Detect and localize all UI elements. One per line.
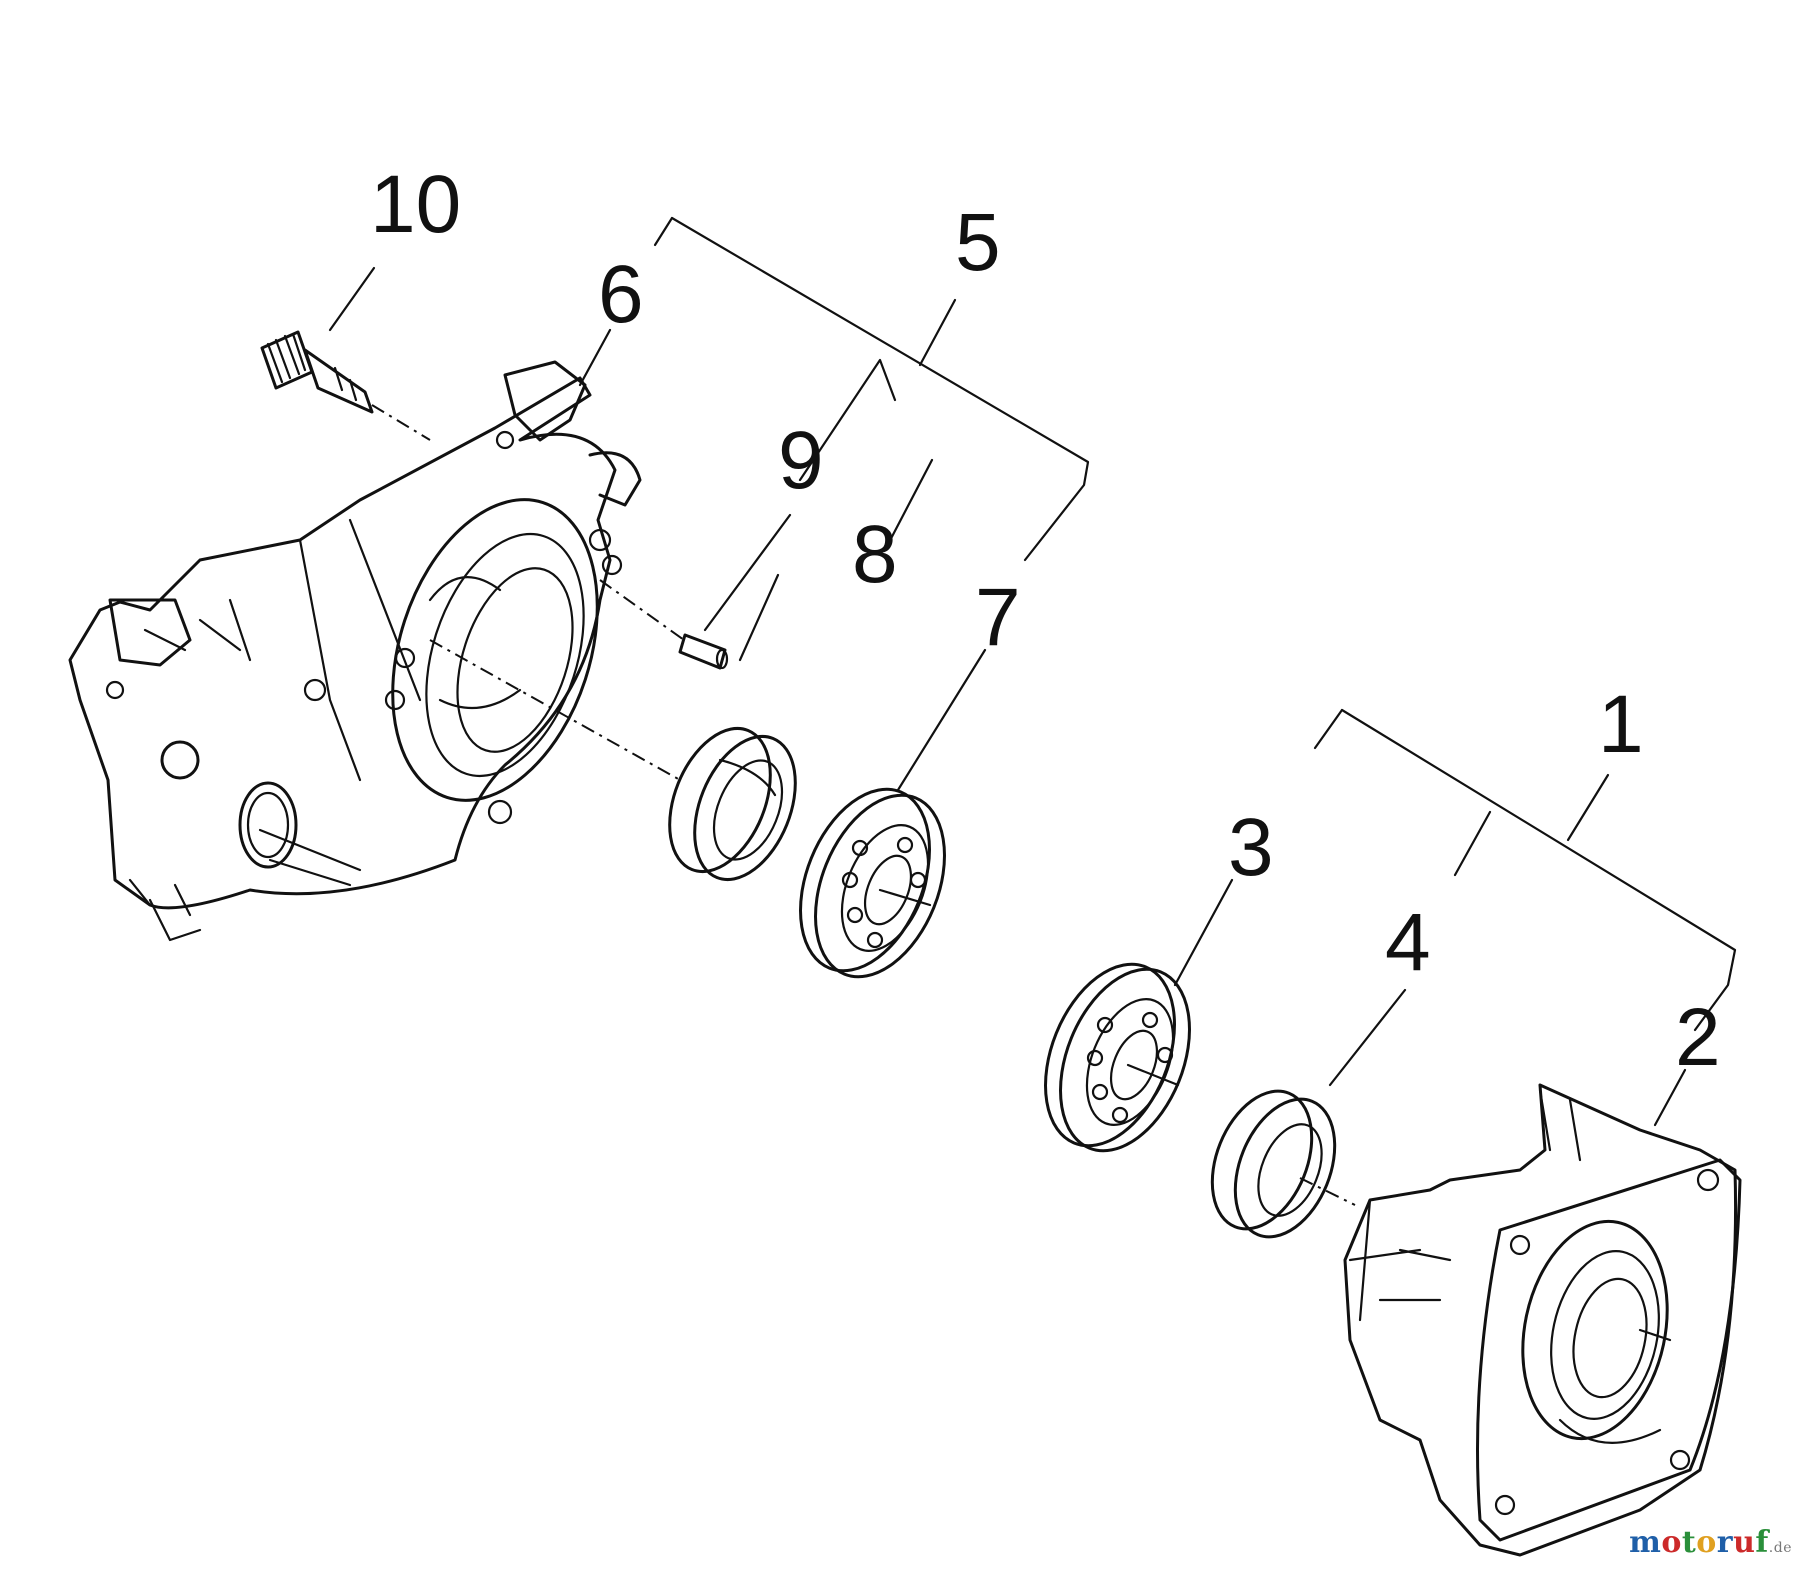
part-7-ball-bearing [799,787,946,979]
watermark-letter: t [1681,1525,1697,1560]
part-10-shaft [260,330,431,441]
callout-8: 8 [852,509,898,600]
callout-2: 2 [1675,992,1721,1083]
part-2-crankcase-half [1343,1083,1742,1557]
watermark-letter: f [1755,1525,1769,1560]
watermark-letter: o [1696,1525,1717,1560]
leader-lines [328,216,1737,1127]
callout-6: 6 [598,249,644,340]
callout-1: 1 [1598,679,1644,770]
watermark-letter: u [1733,1525,1756,1560]
part-3-ball-bearing [1044,962,1191,1153]
motoruf-watermark-logo: motoruf.de [1629,1525,1792,1560]
part-6-crankcase-half [68,360,729,942]
watermark-letter: r [1716,1525,1734,1560]
callout-7: 7 [975,572,1021,663]
callout-labels: 10 5 6 9 8 7 1 3 4 2 [370,159,1721,1083]
callout-4: 4 [1385,897,1431,988]
callout-10: 10 [370,159,461,250]
callout-9: 9 [778,415,824,506]
watermark-tld: .de [1768,1540,1792,1556]
part-8-oil-seal [668,726,797,882]
callout-5: 5 [955,197,1001,288]
watermark-letter: m [1629,1525,1662,1560]
watermark-letter: o [1661,1525,1682,1560]
callout-3: 3 [1228,802,1274,893]
part-4-oil-seal [1210,1089,1356,1239]
